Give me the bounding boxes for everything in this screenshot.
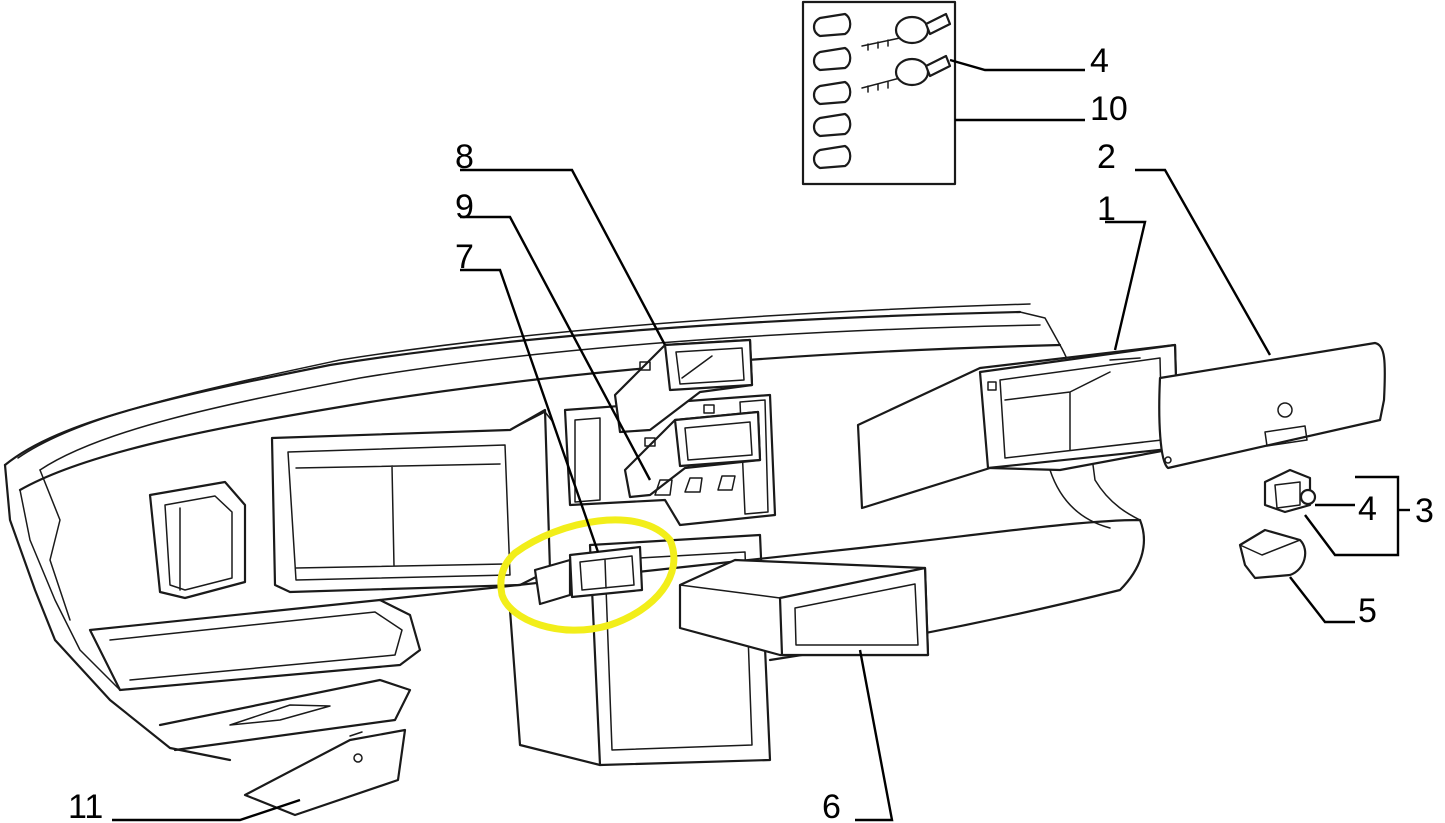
- part-7-switch-bezel: [533, 545, 644, 606]
- callout-1: 1: [1097, 190, 1116, 228]
- callout-7: 7: [455, 238, 474, 276]
- callout-11: 11: [68, 788, 103, 823]
- part-6-centre-tray: [678, 558, 930, 657]
- dashboard-assembly: [3, 303, 1145, 767]
- callout-labels: 4 10 8 9 7 2 1 4 3 5 6 11: [68, 42, 1434, 823]
- lock-barrel-icon: [812, 12, 852, 170]
- part-5-catch: [1238, 528, 1307, 580]
- callout-4-side: 4: [1358, 490, 1377, 528]
- callout-9: 9: [455, 188, 474, 226]
- lock-key-inset: [801, 0, 957, 186]
- leader-lines: [112, 58, 1410, 822]
- part-11-cover-panel: [243, 728, 407, 817]
- part-3-latch-assembly: [1263, 468, 1317, 514]
- part-8-upper-console-box: [613, 338, 754, 434]
- part-9-lower-console-box: [623, 410, 762, 499]
- callout-5: 5: [1358, 592, 1377, 630]
- callout-10: 10: [1090, 90, 1128, 128]
- callout-2: 2: [1097, 138, 1116, 176]
- key-icon: [861, 12, 952, 93]
- callout-4-top: 4: [1090, 42, 1109, 80]
- part-2-glovebox-lid: [1158, 341, 1386, 470]
- part-1-glovebox-bin: [856, 343, 1180, 510]
- highlight-circle: [497, 516, 678, 634]
- callout-8: 8: [455, 138, 474, 176]
- callout-6: 6: [822, 788, 841, 823]
- callout-3: 3: [1415, 492, 1434, 530]
